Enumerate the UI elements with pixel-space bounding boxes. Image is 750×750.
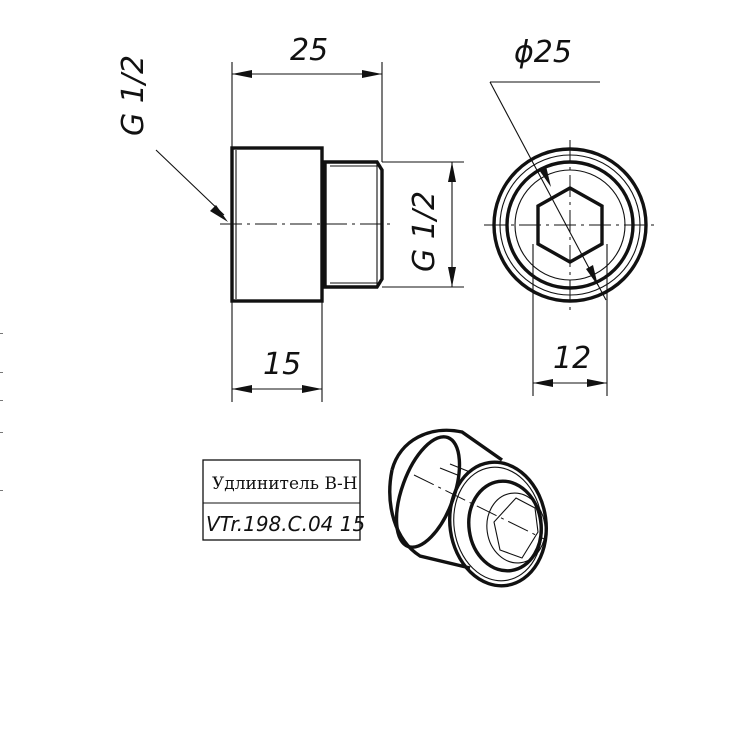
dim-label-25: 25 (290, 33, 328, 68)
leader-diameter (489, 81, 607, 301)
iso-front-outer (447, 460, 549, 588)
iso-centerline (413, 474, 547, 541)
margin-tick (0, 333, 3, 334)
margin-tick (0, 490, 3, 491)
arrow (448, 267, 456, 287)
arrow (210, 205, 228, 222)
iso-step-line-2 (439, 467, 461, 477)
isometric-view (388, 428, 549, 588)
dim-label-12: 12 (553, 341, 591, 376)
iso-step-line (449, 463, 471, 473)
arrow (587, 379, 607, 387)
arrow (448, 162, 456, 182)
arrow (232, 70, 252, 78)
iso-body-top (390, 428, 503, 471)
part-name: Удлинитель В-Н (212, 474, 358, 494)
end-view: ϕ25 12 (484, 35, 656, 396)
iso-hex-socket (493, 497, 539, 559)
margin-tick (0, 372, 3, 373)
arrow (302, 385, 322, 393)
iso-socket-outer (486, 492, 546, 564)
arrow (362, 70, 382, 78)
arrow (586, 265, 598, 286)
dim-label-diameter: ϕ25 (514, 35, 572, 70)
leader-thread-left (155, 149, 225, 216)
part-code: VTr.198.C.04 15 (206, 512, 365, 536)
arrow (232, 385, 252, 393)
side-view: 25 15 G 1/2 G 1/2 (116, 33, 464, 402)
margin-tick (0, 400, 3, 401)
title-frame (202, 459, 361, 541)
iso-front-inner (467, 479, 543, 573)
margin-tick (0, 432, 3, 433)
title-block: Удлинитель В-Н VTr.198.C.04 15 (202, 459, 365, 541)
dim-label-thread-right: G 1/2 (407, 191, 442, 272)
arrow (533, 379, 553, 387)
dim-label-15: 15 (263, 347, 301, 382)
arrow (539, 166, 551, 187)
iso-body-face (394, 435, 462, 549)
dim-label-thread-left: G 1/2 (116, 55, 151, 136)
